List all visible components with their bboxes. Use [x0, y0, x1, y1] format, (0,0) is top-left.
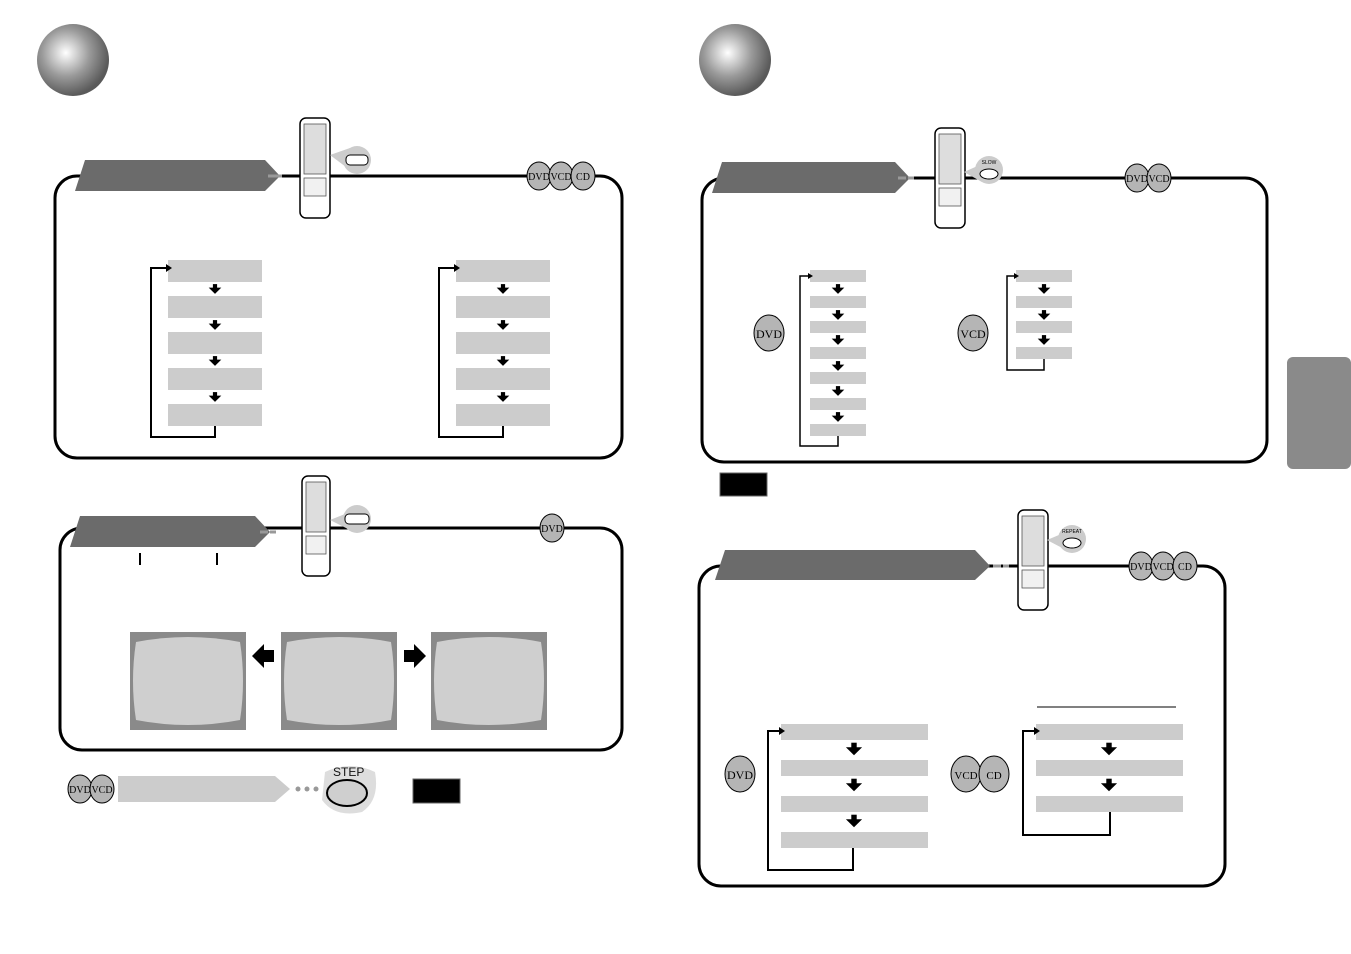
- cd-disc-icon: [570, 161, 596, 191]
- svg-text:SLOW: SLOW: [982, 160, 997, 166]
- svg-text:VCD: VCD: [1152, 562, 1173, 573]
- vcd-disc-icon: [1146, 163, 1172, 193]
- remote-icon: [934, 127, 966, 229]
- slow-cycle-dvd: [799, 270, 866, 447]
- svg-text:VCD: VCD: [1148, 174, 1169, 185]
- svg-text:CD: CD: [986, 770, 1001, 782]
- svg-text:DVD: DVD: [1126, 174, 1148, 185]
- svg-text:VCD: VCD: [550, 172, 571, 183]
- cd-disc-icon: [978, 755, 1010, 793]
- dvd-disc-icon: [724, 755, 756, 793]
- panel-banner: [712, 162, 910, 193]
- mode-cycle-right: [438, 260, 550, 438]
- vcd-disc-icon: [957, 314, 989, 352]
- panel-banner: [75, 160, 280, 191]
- svg-text:VCD: VCD: [960, 327, 986, 341]
- slow-button-callout: SLOW: [964, 156, 1003, 184]
- slow-cycle-vcd: [1006, 270, 1072, 371]
- repeat-button-callout: REPEAT: [1047, 525, 1086, 553]
- remote-icon: [1017, 509, 1049, 611]
- svg-text:CD: CD: [1178, 562, 1192, 573]
- note-label-left: [412, 778, 461, 804]
- svg-text:DVD: DVD: [1130, 562, 1152, 573]
- panel-banner: [715, 550, 990, 580]
- svg-text:VCD: VCD: [954, 770, 977, 782]
- screen-frames: [130, 632, 547, 730]
- remote-button-callout: [330, 505, 371, 533]
- mode-cycle-left: [150, 260, 262, 438]
- dvd-disc-icon: [539, 513, 565, 543]
- svg-text:DVD: DVD: [69, 785, 91, 796]
- panel-playback-mode: DVD VCD CD: [53, 117, 624, 460]
- remote-icon: [301, 475, 331, 577]
- step-instruction-bar: DVD VCD: [67, 766, 377, 814]
- section-ball-right: [699, 24, 771, 96]
- cd-disc-icon: [1172, 551, 1198, 581]
- disc-icons: DVD VCD CD: [526, 161, 596, 191]
- repeat-cycle-vcd-cd: [1022, 724, 1183, 836]
- panel-banner: [70, 516, 270, 547]
- panel-screen-step: DVD: [58, 475, 624, 752]
- remote-button-callout: [330, 146, 371, 174]
- section-ball-left: [37, 24, 109, 96]
- panel-slow-motion: SLOW DVD VCD DVD VCD: [700, 127, 1269, 464]
- step-button: [326, 779, 368, 807]
- svg-text:CD: CD: [576, 172, 590, 183]
- svg-text:DVD: DVD: [528, 172, 550, 183]
- svg-text:DVD: DVD: [541, 524, 563, 535]
- side-tab: [1287, 357, 1351, 469]
- repeat-cycle-dvd: [767, 724, 928, 871]
- dvd-disc-icon: [753, 314, 785, 352]
- svg-text:REPEAT: REPEAT: [1062, 529, 1082, 535]
- svg-text:VCD: VCD: [91, 785, 112, 796]
- svg-text:DVD: DVD: [727, 768, 753, 782]
- remote-icon: [299, 117, 331, 219]
- svg-text:DVD: DVD: [756, 327, 782, 341]
- step-button-label: STEP: [333, 765, 365, 779]
- note-label-right: [719, 472, 768, 497]
- panel-repeat: REPEAT DVD VCD CD DVD VCD CD: [697, 509, 1227, 888]
- vcd-disc-icon: [89, 774, 115, 804]
